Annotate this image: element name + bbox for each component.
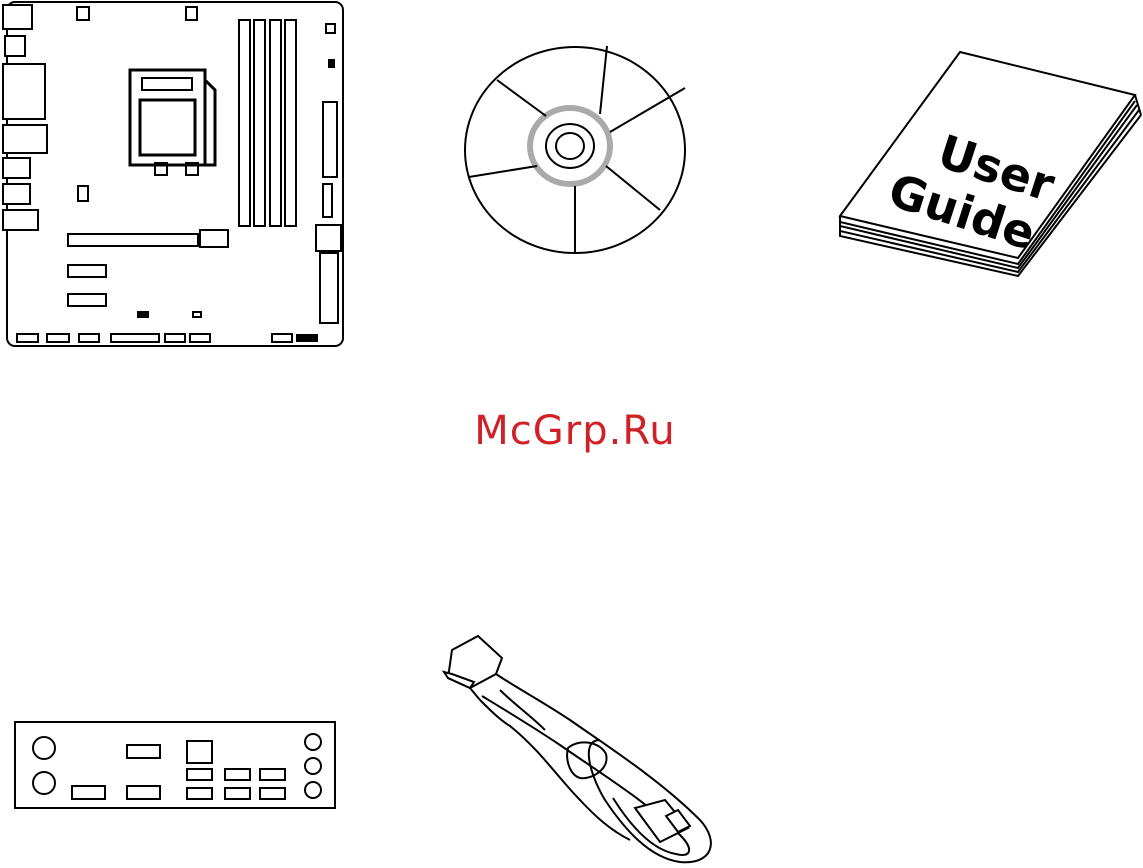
sata-cable-icon bbox=[430, 630, 730, 868]
user-guide-icon: User Guide bbox=[830, 50, 1143, 285]
motherboard-icon bbox=[0, 0, 350, 352]
driver-disc-icon bbox=[460, 40, 700, 260]
watermark-text: McGrp.Ru bbox=[440, 408, 710, 454]
io-shield-icon bbox=[10, 718, 340, 810]
